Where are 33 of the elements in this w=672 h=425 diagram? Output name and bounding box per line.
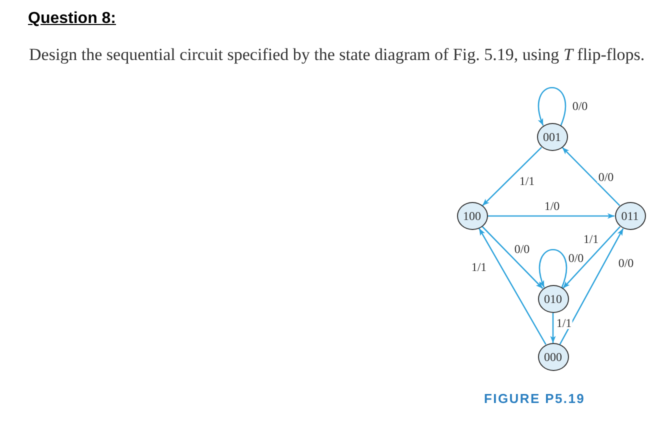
- state-circle: [538, 343, 568, 371]
- edge-label: 0/0: [513, 243, 531, 255]
- state-label: 001: [543, 131, 561, 143]
- edge-label: 1/1: [470, 261, 488, 273]
- transition-arrow: [562, 226, 621, 289]
- state-label: 100: [463, 210, 481, 222]
- edge-label: 0/0: [571, 100, 589, 112]
- edge-label: 1/1: [518, 175, 536, 187]
- state-circle: [536, 123, 568, 151]
- edge-label: 0/0: [597, 171, 615, 183]
- state-circle: [538, 285, 568, 313]
- edge-label: 0/0: [617, 257, 635, 269]
- question-heading: Question 8:: [28, 10, 116, 28]
- edge-label: 0/0: [567, 252, 585, 264]
- state-label: 011: [621, 210, 639, 222]
- edge-label: 1/1: [582, 233, 600, 245]
- transition-arrow: [550, 313, 556, 343]
- self-loop-arrow: [539, 249, 567, 288]
- transition-arrow: [482, 226, 544, 289]
- edge-label: 1/1: [555, 317, 573, 329]
- question-text: Design the sequential circuit specified by the state diagram of Fig. 5.19, using T flip-flops.: [29, 45, 645, 65]
- transition-arrow: [482, 146, 542, 206]
- transition-arrow: [562, 147, 620, 206]
- state-label: 000: [544, 351, 562, 363]
- edge-label: 1/0: [543, 200, 561, 212]
- self-loop-arrow: [538, 87, 566, 126]
- state-label: 010: [544, 293, 562, 305]
- transition-arrow: [488, 213, 614, 219]
- figure-caption: FIGURE P5.19: [484, 391, 586, 406]
- transition-arrow: [559, 228, 624, 345]
- state-circle: [456, 202, 488, 230]
- state-circle: [614, 202, 646, 230]
- transition-arrow: [478, 228, 546, 345]
